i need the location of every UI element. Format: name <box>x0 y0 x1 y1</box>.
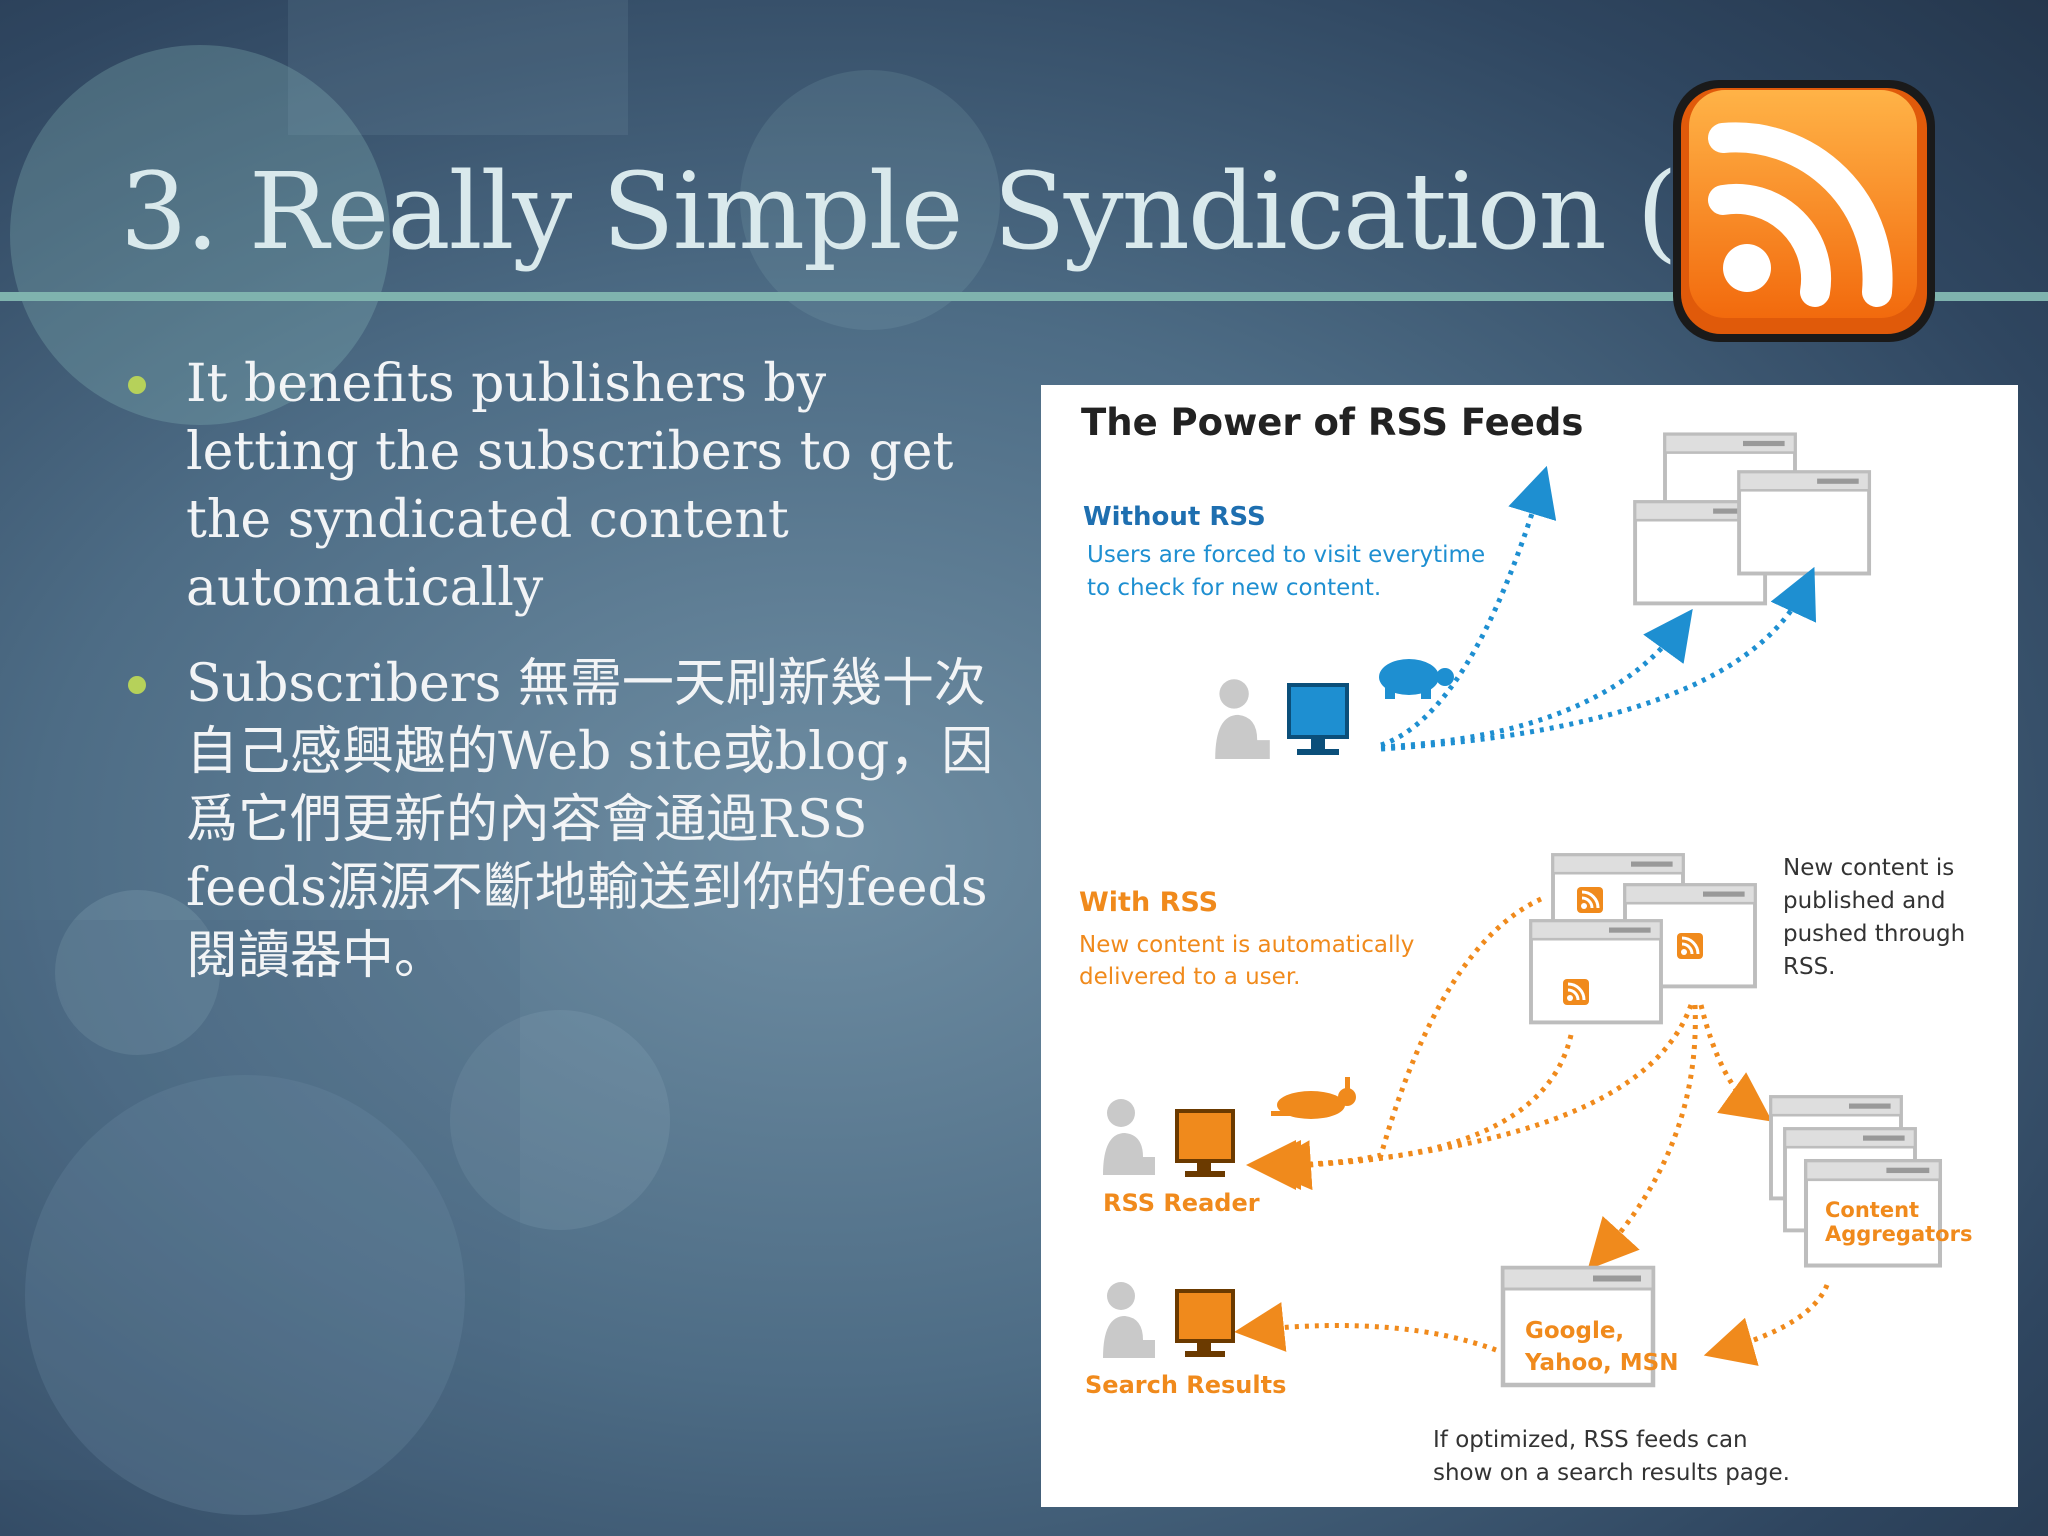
bullet-text: Subscribers 無需一天刷新幾十次自己感興趣的Web site或blog… <box>186 654 994 986</box>
user-icon <box>1215 679 1270 759</box>
search-results-user-icon <box>1103 1282 1155 1358</box>
rss-feed-windows <box>1529 853 1757 1025</box>
published-line3: pushed through <box>1783 921 1965 947</box>
optimized-line2: show on a search results page. <box>1433 1460 1790 1486</box>
search-engines-line1: Google, <box>1525 1318 1624 1344</box>
background-square <box>288 0 628 135</box>
monitor-icon-blue <box>1287 683 1349 755</box>
bullet-item: Subscribers 無需一天刷新幾十次自己感興趣的Web site或blog… <box>128 650 1008 990</box>
aggregators-line1: Content <box>1825 1198 1919 1222</box>
without-rss-heading: Without RSS <box>1083 502 1266 532</box>
with-rss-line1: New content is automatically <box>1079 932 1414 958</box>
rss-reader-user-icon <box>1103 1099 1155 1175</box>
published-line2: published and <box>1783 888 1945 914</box>
rss-reader-label: RSS Reader <box>1103 1189 1260 1217</box>
with-rss-heading: With RSS <box>1079 887 1218 918</box>
title-underline <box>0 292 2048 301</box>
bullet-dot-icon <box>128 376 146 394</box>
turtle-icon <box>1379 659 1454 699</box>
bullet-dot-icon <box>128 676 146 694</box>
browser-window-stack <box>1633 432 1872 606</box>
bullet-list: It benefits publishers by letting the su… <box>128 350 1008 1018</box>
optimized-line1: If optimized, RSS feeds can <box>1433 1427 1748 1453</box>
monitor-icon-orange <box>1175 1109 1235 1177</box>
without-rss-arrows <box>1380 465 1817 752</box>
with-rss-arrows <box>1234 896 1830 1366</box>
search-engines-line2: Yahoo, MSN <box>1524 1350 1679 1376</box>
published-line1: New content is <box>1783 855 1954 881</box>
diagram-title: The Power of RSS Feeds <box>1081 401 1583 444</box>
rss-feed-icon <box>1655 60 1955 360</box>
without-rss-line2: to check for new content. <box>1087 575 1381 601</box>
bullet-item: It benefits publishers by letting the su… <box>128 350 1008 622</box>
slide-title: 3. Really Simple Syndication (RSS) <box>120 150 1934 273</box>
with-rss-line2: delivered to a user. <box>1079 964 1300 990</box>
rabbit-icon <box>1271 1077 1356 1119</box>
background-bokeh <box>450 1010 670 1230</box>
background-bokeh <box>25 1075 465 1515</box>
published-line4: RSS. <box>1783 954 1836 980</box>
search-results-label: Search Results <box>1085 1371 1286 1399</box>
without-rss-line1: Users are forced to visit everytime <box>1087 542 1485 568</box>
rss-power-diagram: The Power of RSS Feeds Without RSS Users… <box>1041 385 2018 1507</box>
monitor-icon-orange <box>1175 1289 1235 1357</box>
aggregators-line2: Aggregators <box>1825 1222 1972 1246</box>
bullet-text: It benefits publishers by letting the su… <box>186 354 954 618</box>
